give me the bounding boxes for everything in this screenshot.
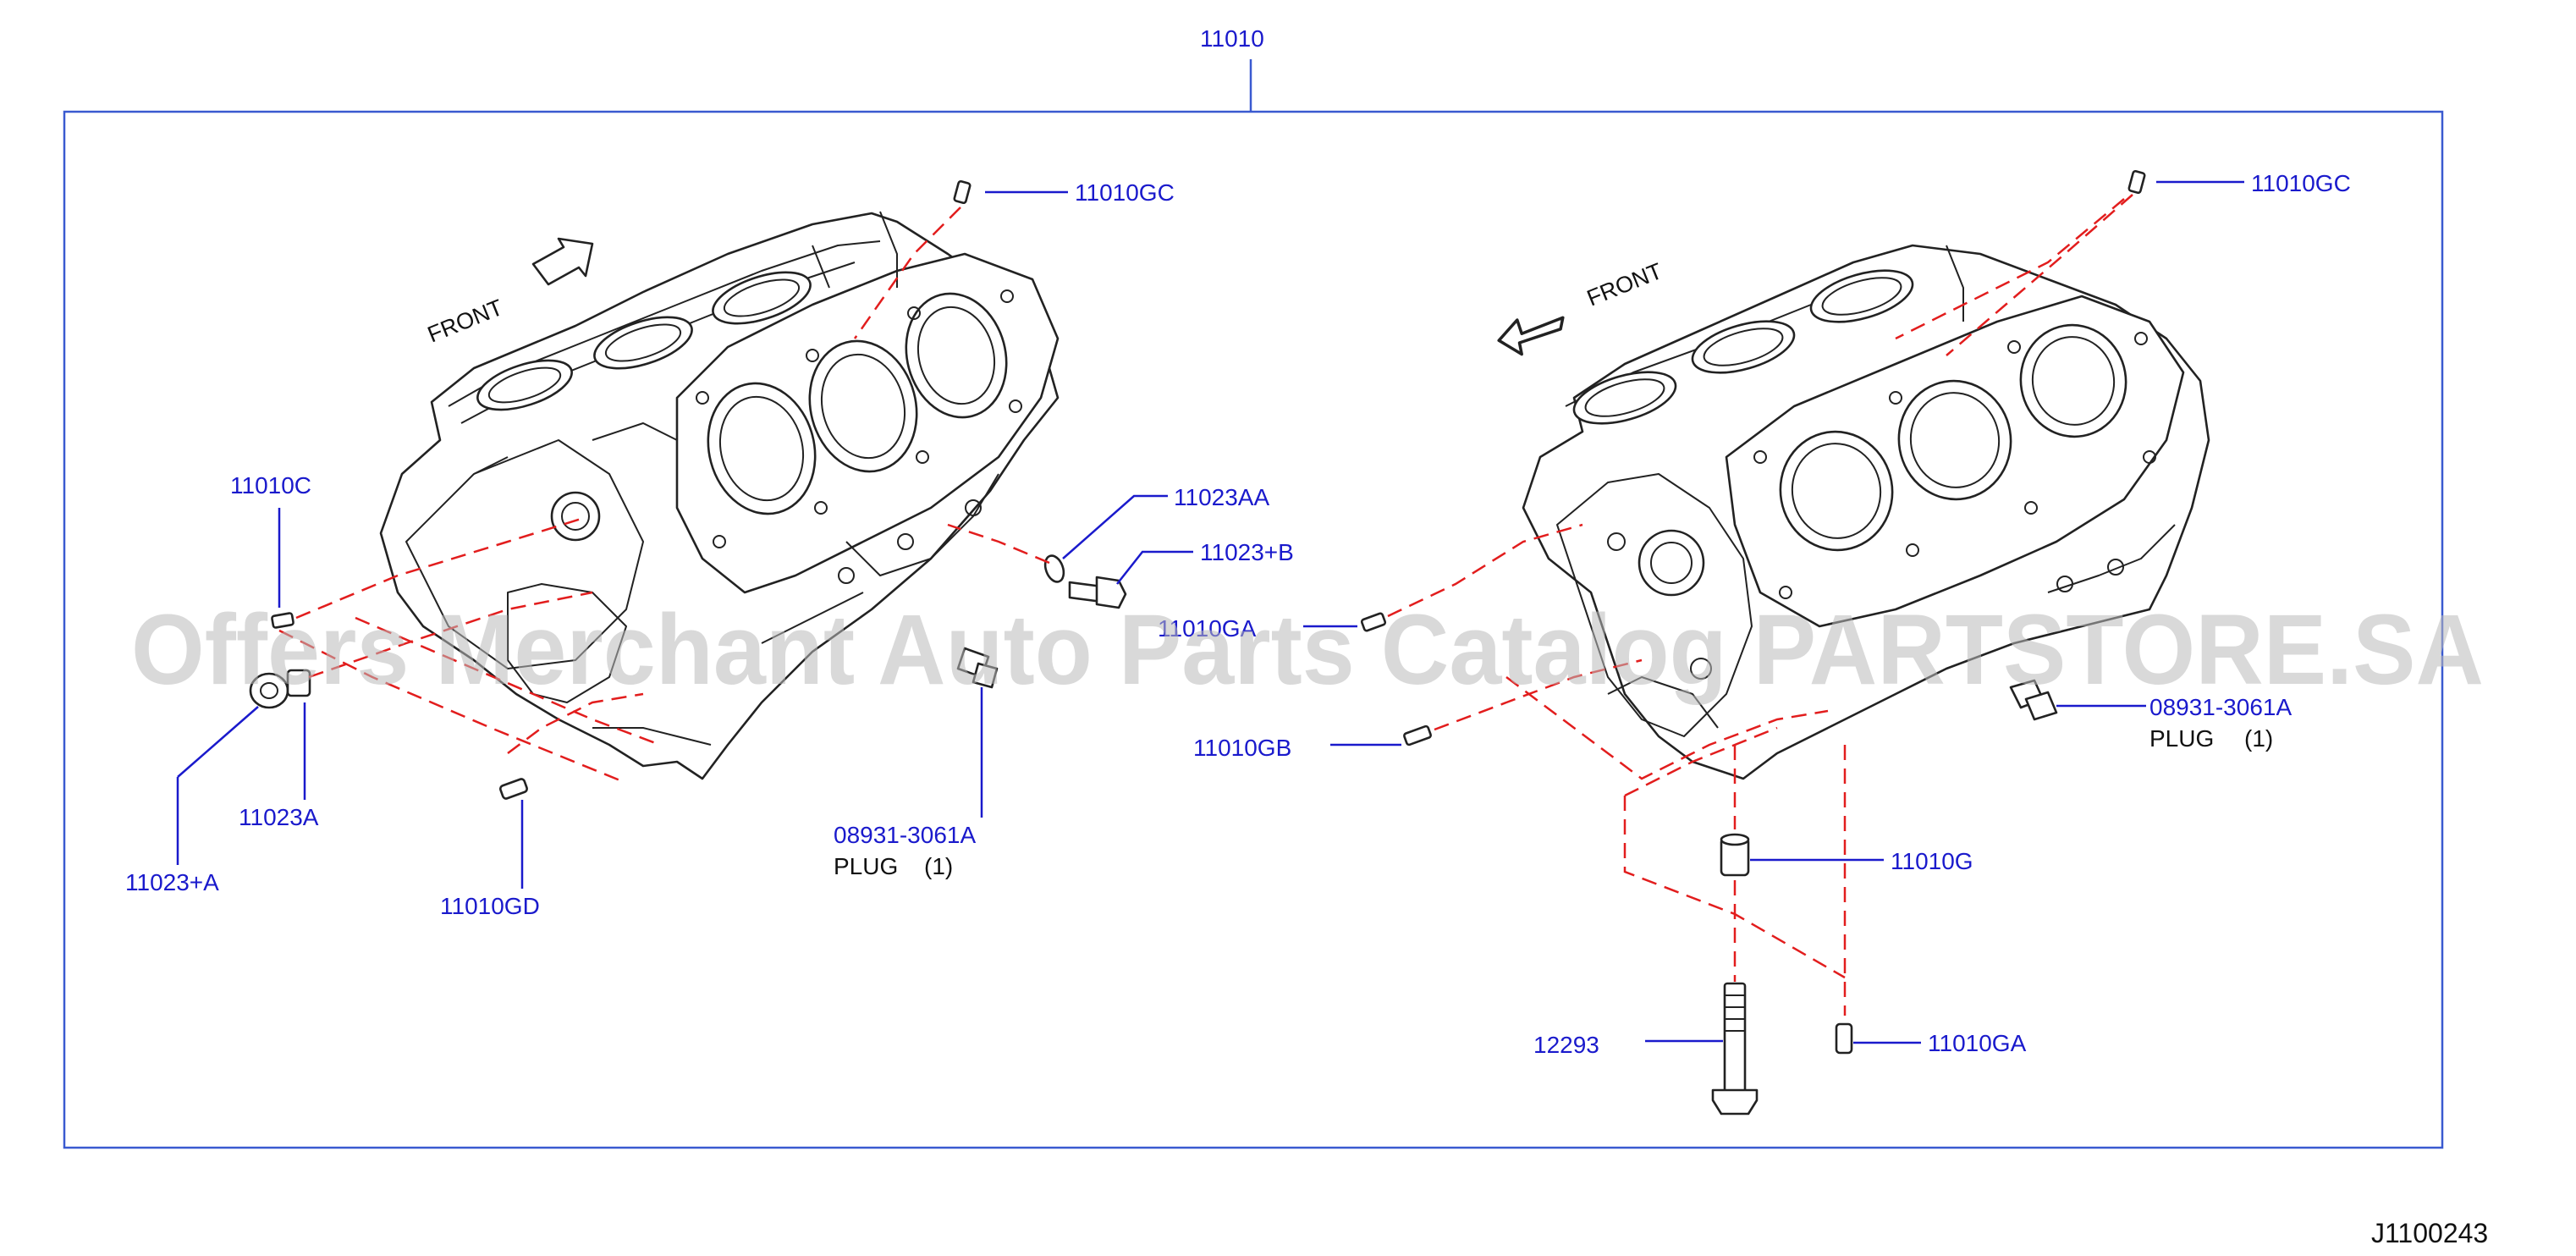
guide-right-lower-2 xyxy=(1623,796,1846,979)
callout-left-11023a[interactable]: 11023A xyxy=(239,804,319,830)
right-dowel-11010ga-lower[interactable] xyxy=(1835,1022,1853,1055)
callout-right-12293[interactable]: 12293 xyxy=(1533,1032,1599,1058)
front-label-right: FRONT xyxy=(1583,258,1665,311)
guide-left-11023aa xyxy=(947,523,1050,565)
guide-left-lower-1 xyxy=(278,629,627,785)
left-plug-desc: PLUG xyxy=(834,853,898,879)
right-plug-desc: PLUG xyxy=(2149,725,2214,752)
left-dowel-11010c[interactable] xyxy=(271,612,294,629)
guide-right-11010ga-upper xyxy=(1387,523,1583,618)
front-arrow-right: FRONT xyxy=(1497,258,1665,356)
guide-right-11010gb xyxy=(1434,658,1643,731)
right-plug-qty: (1) xyxy=(2244,725,2273,752)
leader-left-11023aa xyxy=(1062,494,1168,559)
watermark: Offers Merchant Auto Parts Catalog PARTS… xyxy=(131,594,2484,706)
front-label-left: FRONT xyxy=(424,295,506,348)
guide-left-11010c xyxy=(295,516,585,620)
left-dowel-11010gd[interactable] xyxy=(498,778,529,800)
callout-left-11023aa[interactable]: 11023AA xyxy=(1174,484,1269,510)
left-bolt-11023b[interactable] xyxy=(1068,576,1127,609)
guide-left-lower-3 xyxy=(507,692,644,754)
callout-left-11010gd[interactable]: 11010GD xyxy=(440,893,540,919)
guide-right-lower-3 xyxy=(1624,726,1778,797)
callout-left-11010c[interactable]: 11010C xyxy=(230,472,311,499)
left-bushing-11023a[interactable] xyxy=(249,669,311,709)
left-plug-qty: (1) xyxy=(924,853,953,879)
callout-right-11010gb[interactable]: 11010GB xyxy=(1193,735,1291,761)
right-dowel-11010ga-upper[interactable] xyxy=(1360,612,1387,632)
callout-left-plug-part[interactable]: 08931-3061A xyxy=(834,822,976,848)
callout-right-plug-part[interactable]: 08931-3061A xyxy=(2149,694,2292,720)
left-plug-08931[interactable] xyxy=(956,647,999,689)
guide-left-11023a xyxy=(308,591,593,679)
callout-left-11023b[interactable]: 11023+B xyxy=(1200,539,1294,565)
callout-right-11010g[interactable]: 11010G xyxy=(1891,848,1973,874)
diagram-id: J1100243 xyxy=(2371,1218,2488,1248)
leader-left-11023plus-a xyxy=(177,706,259,778)
callout-left-11023plus-a[interactable]: 11023+A xyxy=(125,869,219,895)
left-dowel-11010gc[interactable] xyxy=(953,179,972,205)
callout-right-11010gc[interactable]: 11010GC xyxy=(2251,170,2351,196)
leader-left-11023b xyxy=(1116,550,1193,585)
main-part-number[interactable]: 11010 xyxy=(1200,25,1264,52)
guide-left-lower-2 xyxy=(355,616,661,746)
right-dowel-11010gb[interactable] xyxy=(1403,724,1432,746)
right-dowel-11010gc[interactable] xyxy=(2127,169,2146,195)
callout-right-11010ga-upper[interactable]: 11010GA xyxy=(1158,615,1257,642)
guide-right-11010gc-1 xyxy=(1946,194,2133,356)
right-sleeve-11010g[interactable] xyxy=(1720,833,1750,877)
right-bolt-12293[interactable] xyxy=(1711,982,1759,1116)
left-cylinder-block[interactable] xyxy=(379,211,1060,780)
callout-left-11010gc[interactable]: 11010GC xyxy=(1075,179,1175,206)
right-plug-08931[interactable] xyxy=(2009,679,2058,721)
callout-right-11010ga-lower[interactable]: 11010GA xyxy=(1928,1030,2027,1056)
guide-right-11010gc-2 xyxy=(1895,198,2125,340)
right-cylinder-block[interactable] xyxy=(1522,244,2210,780)
assembly-frame xyxy=(63,110,2444,1149)
left-washer-11023aa[interactable] xyxy=(1042,554,1067,585)
